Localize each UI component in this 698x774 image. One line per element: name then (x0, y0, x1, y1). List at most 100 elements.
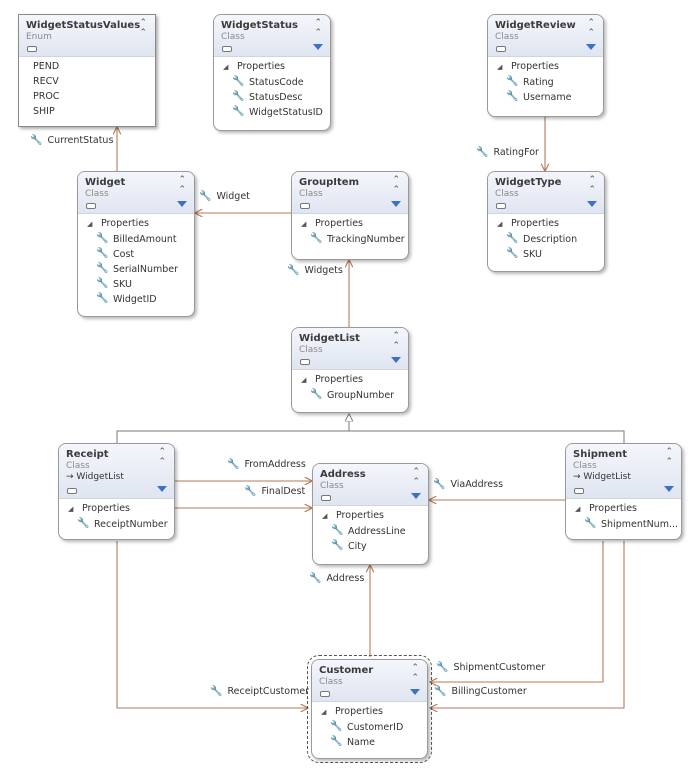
shipment-customer-line[interactable] (430, 541, 604, 682)
shape-header[interactable]: GroupItem Class ⌃⌃ (292, 172, 408, 214)
double-chevron-up-icon[interactable]: ⌃⌃ (392, 175, 400, 195)
enum-value[interactable]: PEND (33, 61, 60, 72)
filter-icon[interactable] (391, 357, 401, 363)
widget-status-class[interactable]: WidgetStatus Class ⌃⌃ ◢Properties 🔧Statu… (213, 14, 331, 131)
enum-value[interactable]: RECV (33, 76, 59, 87)
property-row[interactable]: 🔧BilledAmount (78, 233, 194, 248)
toggle-icon[interactable] (574, 488, 584, 494)
filter-icon[interactable] (157, 486, 167, 492)
filter-icon[interactable] (391, 201, 401, 207)
shipment-class[interactable]: Shipment Class ⌃⌃ → WidgetList ◢Properti… (565, 443, 682, 540)
shape-header[interactable]: Customer Class ⌃⌃ (312, 660, 427, 702)
properties-section[interactable]: ◢Properties (59, 502, 174, 518)
enum-value[interactable]: PROC (33, 91, 60, 102)
receipt-class[interactable]: Receipt Class ⌃⌃ → WidgetList ◢Propertie… (58, 443, 175, 540)
double-chevron-up-icon[interactable]: ⌃⌃ (314, 18, 322, 38)
group-item-class[interactable]: GroupItem Class ⌃⌃ ◢Properties 🔧Tracking… (291, 171, 409, 260)
toggle-icon[interactable] (300, 203, 310, 209)
filter-icon[interactable] (587, 201, 597, 207)
shape-header[interactable]: WidgetType Class ⌃⌃ (488, 172, 604, 214)
shape-header[interactable]: WidgetStatus Class ⌃⌃ (214, 15, 330, 57)
double-chevron-up-icon[interactable]: ⌃⌃ (411, 663, 419, 683)
inheritance-line-receipt[interactable] (116, 430, 349, 443)
customer-class[interactable]: Customer Class ⌃⌃ ◢Properties 🔧CustomerI… (307, 655, 432, 763)
triangle-icon[interactable]: ◢ (497, 220, 503, 228)
property-row[interactable]: 🔧SerialNumber (78, 263, 194, 278)
association-label-rating-for[interactable]: 🔧RatingFor (476, 147, 539, 158)
shape-header[interactable]: Receipt Class ⌃⌃ → WidgetList (59, 444, 174, 499)
property-row[interactable]: 🔧Description (488, 233, 604, 248)
triangle-icon[interactable]: ◢ (68, 505, 74, 513)
shape-header[interactable]: WidgetStatusValues Enum ⌃⌃ (19, 15, 155, 57)
toggle-icon[interactable] (300, 359, 310, 365)
properties-section[interactable]: ◢Properties (312, 705, 427, 721)
association-label-via-address[interactable]: 🔧ViaAddress (433, 479, 503, 490)
double-chevron-up-icon[interactable]: ⌃⌃ (665, 447, 673, 467)
double-chevron-up-icon[interactable]: ⌃⌃ (412, 467, 420, 487)
widget-type-class[interactable]: WidgetType Class ⌃⌃ ◢Properties 🔧Descrip… (487, 171, 605, 272)
property-row[interactable]: 🔧Username (488, 91, 603, 106)
triangle-icon[interactable]: ◢ (575, 505, 581, 513)
shape-header[interactable]: Shipment Class ⌃⌃ → WidgetList (566, 444, 681, 499)
double-chevron-up-icon[interactable]: ⌃⌃ (139, 18, 147, 38)
double-chevron-up-icon[interactable]: ⌃⌃ (587, 18, 595, 38)
association-label-from-address[interactable]: 🔧FromAddress (227, 459, 306, 470)
toggle-icon[interactable] (320, 691, 330, 697)
filter-icon[interactable] (177, 201, 187, 207)
double-chevron-up-icon[interactable]: ⌃⌃ (392, 331, 400, 351)
toggle-icon[interactable] (27, 46, 37, 52)
properties-section[interactable]: ◢Properties (313, 509, 428, 525)
filter-icon[interactable] (664, 486, 674, 492)
property-row[interactable]: 🔧ShipmentNum... (566, 518, 681, 533)
property-row[interactable]: 🔧SKU (488, 248, 604, 263)
properties-section[interactable]: ◢Properties (566, 502, 681, 518)
property-row[interactable]: 🔧WidgetID (78, 293, 194, 308)
association-label-final-dest[interactable]: 🔧FinalDest (244, 486, 305, 497)
inheritance-line-shipment[interactable] (349, 430, 625, 443)
properties-section[interactable]: ◢Properties (292, 373, 408, 389)
association-label-shipment-customer[interactable]: 🔧ShipmentCustomer (436, 662, 545, 673)
properties-section[interactable]: ◢Properties (292, 217, 408, 233)
enum-value[interactable]: SHIP (33, 106, 55, 117)
triangle-icon[interactable]: ◢ (497, 63, 503, 71)
property-row[interactable]: 🔧Cost (78, 248, 194, 263)
toggle-icon[interactable] (222, 46, 232, 52)
double-chevron-up-icon[interactable]: ⌃⌃ (178, 175, 186, 195)
property-row[interactable]: 🔧StatusDesc (214, 91, 330, 106)
toggle-icon[interactable] (321, 495, 331, 501)
toggle-icon[interactable] (496, 46, 506, 52)
toggle-icon[interactable] (67, 488, 77, 494)
association-label-address[interactable]: 🔧Address (309, 573, 364, 584)
triangle-icon[interactable]: ◢ (321, 708, 327, 716)
property-row[interactable]: 🔧City (313, 540, 428, 555)
property-row[interactable]: 🔧ReceiptNumber (59, 518, 174, 533)
shape-header[interactable]: WidgetReview Class ⌃⌃ (488, 15, 603, 57)
toggle-icon[interactable] (496, 203, 506, 209)
property-row[interactable]: 🔧AddressLine (313, 525, 428, 540)
properties-section[interactable]: ◢Properties (488, 217, 604, 233)
shape-header[interactable]: WidgetList Class ⌃⌃ (292, 328, 408, 370)
association-label-billing-customer[interactable]: 🔧BillingCustomer (434, 686, 527, 697)
properties-section[interactable]: ◢Properties (214, 60, 330, 76)
property-row[interactable]: 🔧CustomerID (312, 721, 427, 736)
property-row[interactable]: 🔧GroupNumber (292, 389, 408, 404)
widget-list-class[interactable]: WidgetList Class ⌃⌃ ◢Properties 🔧GroupNu… (291, 327, 409, 413)
association-label-current-status[interactable]: 🔧CurrentStatus (30, 135, 113, 146)
filter-icon[interactable] (586, 44, 596, 50)
property-row[interactable]: 🔧Name (312, 736, 427, 751)
property-row[interactable]: 🔧SKU (78, 278, 194, 293)
double-chevron-up-icon[interactable]: ⌃⌃ (588, 175, 596, 195)
property-row[interactable]: 🔧Rating (488, 76, 603, 91)
triangle-icon[interactable]: ◢ (223, 63, 229, 71)
property-row[interactable]: 🔧TrackingNumber (292, 233, 408, 248)
billing-customer-line[interactable] (430, 541, 625, 708)
toggle-icon[interactable] (86, 203, 96, 209)
widget-class[interactable]: Widget Class ⌃⌃ ◢Properties 🔧BilledAmoun… (77, 171, 195, 317)
shape-header[interactable]: Widget Class ⌃⌃ (78, 172, 194, 214)
shape-header[interactable]: Address Class ⌃⌃ (313, 464, 428, 506)
triangle-icon[interactable]: ◢ (301, 220, 307, 228)
property-row[interactable]: 🔧WidgetStatusID (214, 106, 330, 121)
double-chevron-up-icon[interactable]: ⌃⌃ (158, 447, 166, 467)
widget-review-class[interactable]: WidgetReview Class ⌃⌃ ◢Properties 🔧Ratin… (487, 14, 604, 117)
